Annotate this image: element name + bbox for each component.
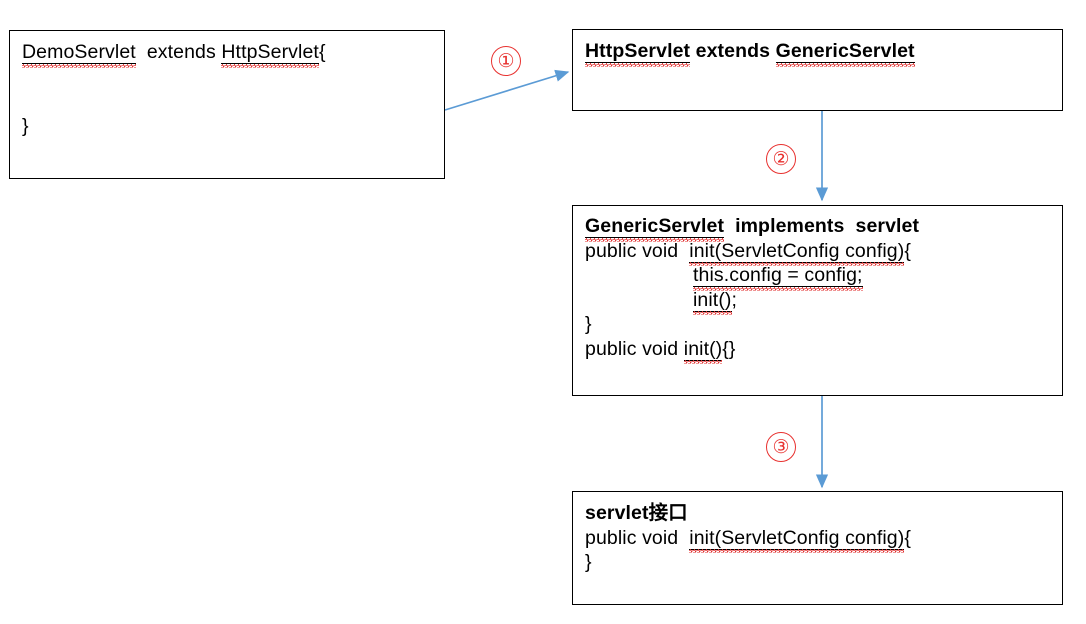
step-marker-3: ③ [766,432,796,462]
code-segment: this.config = config; [693,264,863,288]
code-segment: { [904,526,911,549]
step-marker-2: ② [766,144,796,174]
code-segment: extends [135,41,222,63]
code-segment: init(ServletConfig config) [689,239,905,263]
step-marker-1: ① [491,46,521,76]
code-line: public void init(ServletConfig config){ [585,239,1062,264]
code-segment: init() [683,337,723,361]
code-line: init(); [585,288,1062,313]
code-segment: public void [585,337,684,360]
code-line: } [585,312,1062,337]
code-segment: GenericServlet [775,40,915,63]
box-httpservlet[interactable]: HttpServlet extends GenericServlet [572,29,1063,111]
code-segment: DemoServlet [22,41,136,64]
arrow-demoservlet-to-httpservlet [444,69,570,111]
code-line: this.config = config; [585,263,1062,288]
code-segment: public void [585,526,690,549]
code-segment: implements servlet [724,215,920,237]
code-segment: ; [731,288,738,311]
code-segment: public void [585,239,690,262]
code-segment: } [22,114,29,137]
box-demoservlet-content: DemoServlet extends HttpServlet{ } [22,40,444,138]
box-httpservlet-content: HttpServlet extends GenericServlet [585,39,1062,64]
code-segment: init() [693,288,732,312]
code-segment: } [585,551,592,574]
code-segment: extends [690,40,776,62]
code-segment: GenericServlet [585,215,725,238]
code-segment: } [585,313,592,336]
code-line: public void init(){} [585,337,1062,362]
code-segment: HttpServlet [221,41,319,64]
code-line: } [22,114,444,139]
code-segment: servlet接口 [585,502,688,524]
code-line: HttpServlet extends GenericServlet [585,39,1062,64]
code-segment: HttpServlet [585,40,691,63]
code-line: public void init(ServletConfig config){ [585,526,1062,551]
code-segment: init(ServletConfig config) [689,526,905,550]
box-demoservlet[interactable]: DemoServlet extends HttpServlet{ } [9,30,445,179]
code-segment: { [318,41,326,63]
code-line: } [585,550,1062,575]
code-segment: { [904,239,911,262]
code-line: DemoServlet extends HttpServlet{ [22,40,444,65]
code-segment: {} [722,337,736,360]
code-line: GenericServlet implements servlet [585,214,1062,239]
code-line: servlet接口 [585,501,1062,526]
